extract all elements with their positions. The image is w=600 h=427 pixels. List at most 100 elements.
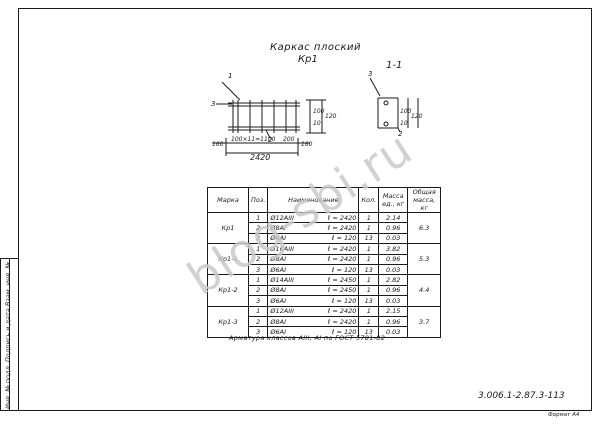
header-unit-mass: Масса ед., кг <box>378 187 409 213</box>
cell-unit-mass: 0.03 <box>378 263 409 276</box>
section-bar-top <box>383 100 389 106</box>
cell-total-mass: 6.3 <box>407 211 442 245</box>
bar-length: ℓ = 120 <box>331 327 357 336</box>
dim-right: 160 <box>301 141 313 148</box>
leader-2 <box>265 129 271 139</box>
bar-length: ℓ = 120 <box>331 296 357 305</box>
cell-unit-mass: 0.03 <box>378 326 409 338</box>
cell-total-mass: 3.7 <box>407 305 442 338</box>
callout-3: 3 <box>211 100 215 108</box>
bar-length: ℓ = 120 <box>331 265 357 274</box>
cell-unit-mass: 0.03 <box>378 295 409 307</box>
cell-qty: 1 <box>358 305 380 317</box>
cell-pos: 1 <box>247 211 269 224</box>
bar-length: ℓ = 2420 <box>327 224 357 233</box>
section-leader-3 <box>369 77 381 97</box>
cell-qty: 13 <box>358 295 380 307</box>
cell-pos: 3 <box>247 232 269 245</box>
bar-size: Ø8АI <box>270 255 287 264</box>
cell-mark: Кр1-2 <box>207 274 249 307</box>
bar-size: Ø14АIII <box>270 276 294 285</box>
cell-unit-mass: 0.96 <box>378 222 409 234</box>
bar-size: Ø6АI <box>270 296 287 305</box>
cell-unit-mass: 0.03 <box>378 232 409 245</box>
cell-name: Ø8АI ℓ = 2420 <box>267 253 360 265</box>
cell-name: Ø8АI ℓ = 2420 <box>267 315 360 328</box>
cell-unit-mass: 2.15 <box>378 305 409 317</box>
bar-size: Ø6АI <box>270 265 287 274</box>
cell-name: Ø6АI ℓ = 120 <box>267 263 360 276</box>
bar-length: ℓ = 2420 <box>327 307 357 316</box>
callout-2: 2 <box>268 136 273 144</box>
bar-length: ℓ = 2420 <box>327 244 357 253</box>
bar-size: Ø12АIII <box>270 213 294 222</box>
section-dim-100: 100 <box>400 108 412 115</box>
section-callout-3: 3 <box>368 70 372 78</box>
section-bar-bottom <box>383 121 389 127</box>
cell-qty: 1 <box>358 222 380 234</box>
cell-unit-mass: 3.82 <box>378 243 409 255</box>
cell-pos: 2 <box>247 315 269 328</box>
cell-qty: 1 <box>358 284 380 297</box>
cell-pos: 3 <box>247 295 269 307</box>
document-code: 3.006.1-2.87.3-113 <box>478 391 565 401</box>
cell-mark: Кр1-3 <box>207 305 249 338</box>
section-dim-10: 10 <box>400 120 408 127</box>
table-header-row: Марка Поз. Наименование Кол. Масса ед., … <box>207 187 442 213</box>
header-pos: Поз. <box>247 187 269 213</box>
bar-length: ℓ = 2420 <box>327 213 357 222</box>
dim-total: 2420 <box>250 153 270 162</box>
cell-pos: 2 <box>247 284 269 297</box>
cage-elevation <box>212 81 326 156</box>
dim-h100: 100 <box>313 108 325 115</box>
cell-mark: Кр1-1 <box>207 243 249 276</box>
bar-size: Ø6АI <box>270 327 287 336</box>
header-mark: Марка <box>207 187 249 213</box>
bar-length: ℓ = 2450 <box>327 286 357 295</box>
cell-unit-mass: 0.96 <box>378 253 409 265</box>
cell-mark: Кр1 <box>207 211 249 245</box>
section-label: 1-1 <box>386 60 403 71</box>
section-callout-2: 2 <box>398 130 403 138</box>
callout-1: 1 <box>228 72 232 80</box>
side-stamp-divider <box>9 259 10 410</box>
section-leader-2 <box>397 127 401 133</box>
side-stamp: Инв. № подл. Подпись и дата Взам. инв. № <box>0 258 19 411</box>
cell-unit-mass: 0.96 <box>378 315 409 328</box>
cell-name: Ø8АI ℓ = 2450 <box>267 284 360 297</box>
cell-qty: 1 <box>358 211 380 224</box>
cell-total-mass: 5.3 <box>407 243 442 276</box>
steel-note: Арматура классов АIII, АI по ГОСТ 5781-8… <box>229 334 386 342</box>
drawing-title: Каркас плоский <box>270 42 362 53</box>
cell-pos: 2 <box>247 253 269 265</box>
cell-name: Ø12АIII ℓ = 2420 <box>267 211 360 224</box>
sheet-frame <box>18 8 592 411</box>
section-dim-120: 120 <box>411 113 423 120</box>
dim-left: 160 <box>212 141 224 148</box>
cell-unit-mass: 2.14 <box>378 211 409 224</box>
header-qty: Кол. <box>358 187 380 213</box>
bar-length: ℓ = 2420 <box>327 255 357 264</box>
dim-mid: 200 <box>283 136 295 143</box>
cell-total-mass: 4.4 <box>407 274 442 307</box>
cell-pos: 2 <box>247 222 269 234</box>
cage-section <box>369 77 419 133</box>
sheet-format: Формат А4 <box>548 412 580 418</box>
bar-size: Ø8АI <box>270 317 287 326</box>
header-name: Наименование <box>267 187 360 213</box>
bar-length: ℓ = 2420 <box>327 317 357 326</box>
bar-size: Ø6АI <box>270 234 287 243</box>
bar-size: Ø8АI <box>270 286 287 295</box>
cell-qty: 1 <box>358 274 380 286</box>
